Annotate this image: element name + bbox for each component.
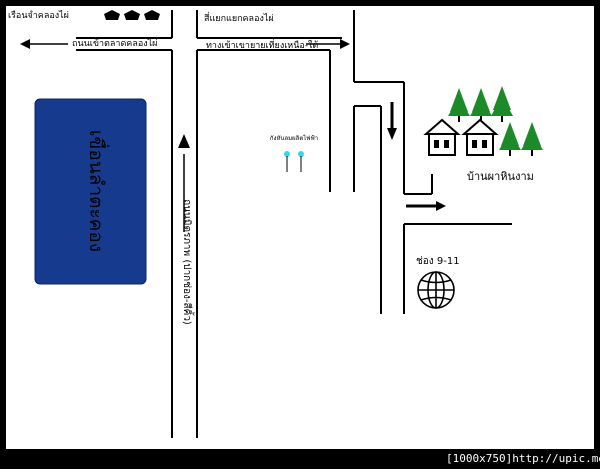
wind-label: กังหันลมผลิตไฟฟ้า: [270, 134, 318, 142]
image-size: [1000x750]: [446, 452, 513, 465]
km-label: ช่อง 9-11: [416, 256, 460, 267]
village-label: บ้านผาหินงาม: [467, 170, 534, 183]
tree-icon: [499, 132, 521, 150]
dam-box: [34, 98, 147, 285]
trees-top: [448, 86, 513, 116]
intersection-label: สี่แยกแยกคลองไผ่: [204, 11, 274, 24]
tree-icon: [521, 132, 543, 150]
mountain-road-label: ทางเข้าเขายายเที่ยงเหนือ-ใต้: [206, 38, 318, 51]
pentagon-icon: [144, 10, 160, 20]
prison-label: เรือนจำคลองไผ่: [8, 10, 69, 21]
tree-icon: [470, 98, 492, 116]
highway-label: ถนนมิตรภาพ (ปากช่อง-สีคิ้ว): [181, 199, 195, 325]
house-icon: [461, 118, 499, 156]
up-arrow-icon: [178, 134, 190, 148]
market-road-label: ถนนเข้าตลาดคลองไผ่: [72, 38, 157, 49]
branch-arrow-icon: [436, 201, 446, 211]
image-host-link[interactable]: http://upic.me/: [512, 452, 600, 465]
route-map: เขื่อนลำตะคอง ถนนมิตรภาพ (ปากช่อง-สีคิ้ว…: [8, 10, 543, 438]
pentagon-icon: [124, 10, 140, 20]
globe-icon: [417, 271, 455, 309]
arrow-left-icon: [20, 39, 30, 49]
tree-icon: [448, 98, 470, 116]
down-arrow-icon: [387, 128, 397, 140]
wind-turbine-icon: [284, 151, 290, 157]
pentagon-icon: [104, 10, 120, 20]
map-canvas: เขื่อนลำตะคอง ถนนมิตรภาพ (ปากช่อง-สีคิ้ว…: [6, 6, 594, 449]
image-footer: [1000x750]http://upic.me/: [446, 451, 600, 467]
tree-trunks: [458, 116, 533, 156]
trees-right: [499, 122, 543, 150]
arrow-right-icon: [340, 39, 350, 49]
house-icon: [423, 118, 461, 156]
dam-box-label: เขื่อนลำตะคอง: [85, 130, 110, 252]
wind-turbine-icon: [298, 151, 304, 157]
tree-icon: [491, 96, 513, 116]
